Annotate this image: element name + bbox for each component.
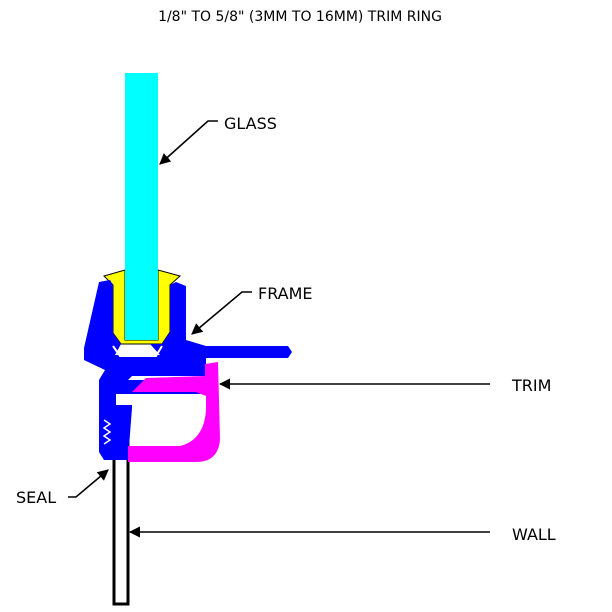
diagram-title: 1/8" TO 5/8" (3MM TO 16MM) TRIM RING <box>158 9 442 25</box>
label-wall: WALL <box>512 525 556 544</box>
frame-seal-serration <box>102 419 112 445</box>
frame-profile <box>84 280 292 460</box>
frame-leader-arrow <box>191 291 252 335</box>
seal-leader-arrow <box>68 469 109 498</box>
label-glass: GLASS <box>224 114 277 133</box>
trim-ring-profile <box>128 362 220 462</box>
label-seal: SEAL <box>16 488 56 507</box>
label-frame: FRAME <box>258 284 313 303</box>
label-trim: TRIM <box>511 376 551 395</box>
glass-leader-arrow <box>159 120 218 165</box>
frame-channel-detail <box>112 345 163 357</box>
glass-pane-lower <box>125 260 158 340</box>
